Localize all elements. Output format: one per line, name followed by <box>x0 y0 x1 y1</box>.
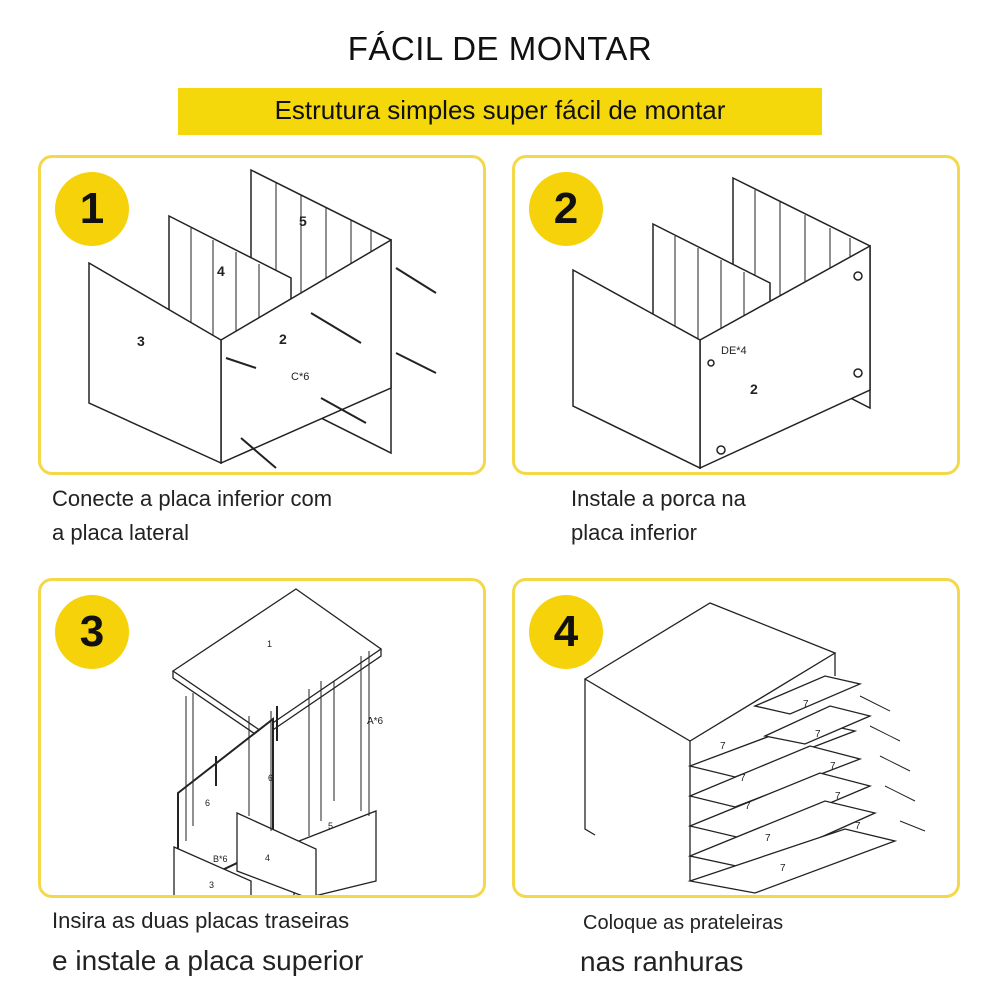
step-2-caption-line2: placa inferior <box>571 520 697 545</box>
label-shelf: 7 <box>740 773 746 784</box>
step-1-caption-line2: a placa lateral <box>52 520 189 545</box>
label-panel-6a: 6 <box>205 798 210 808</box>
label-shelf: 7 <box>765 833 771 844</box>
step-number-badge: 2 <box>529 172 603 246</box>
step-1-caption-line1: Conecte a placa inferior com <box>52 486 333 511</box>
step-number-badge: 1 <box>55 172 129 246</box>
step-2-panel: 2 DE*4 2 <box>512 155 960 475</box>
label-panel-5: 5 <box>299 213 307 229</box>
step-number-badge: 4 <box>529 595 603 669</box>
step-2-caption-line1: Instale a porca na <box>571 486 746 511</box>
label-shelf: 7 <box>720 741 726 752</box>
step-3-diagram: 1 A*6 6 6 5 4 3 B*6 <box>171 588 384 895</box>
step-number-badge: 3 <box>55 595 129 669</box>
label-panel-4: 4 <box>265 853 270 863</box>
step-4-caption-line2: nas ranhuras <box>580 946 744 977</box>
label-shelf: 7 <box>815 729 821 740</box>
label-shelf: 7 <box>835 791 841 802</box>
label-panel-3: 3 <box>137 333 145 349</box>
label-dowels: A*6 <box>367 716 384 727</box>
label-panel-5: 5 <box>328 821 333 831</box>
label-nuts: DE*4 <box>721 345 747 357</box>
label-shelf: 7 <box>803 699 809 710</box>
label-panel-2: 2 <box>750 381 758 397</box>
step-1-panel: 1 5 4 3 2 C*6 <box>38 155 486 475</box>
label-shelf: 7 <box>780 863 786 874</box>
label-shelf: 7 <box>745 801 751 812</box>
label-screws: C*6 <box>291 371 309 383</box>
step-4-panel: 4 7 7 7 7 7 7 7 7 7 7 <box>512 578 960 898</box>
label-panel-4: 4 <box>217 263 225 279</box>
label-panel-2: 2 <box>279 331 287 347</box>
label-panel-6b: 6 <box>268 773 273 783</box>
subtitle-banner: Estrutura simples super fácil de montar <box>178 88 822 135</box>
step-3-caption-line2: e instale a placa superior <box>52 945 364 976</box>
label-panel-1: 1 <box>267 639 272 649</box>
step-4-caption-line1: Coloque as prateleiras <box>583 912 784 934</box>
page-title: FÁCIL DE MONTAR <box>347 30 653 67</box>
label-shelf: 7 <box>830 761 836 772</box>
step-3-caption-line1: Insira as duas placas traseiras <box>52 908 350 933</box>
label-shelf: 7 <box>855 821 861 832</box>
label-panel-3: 3 <box>209 880 214 890</box>
step-2-diagram: DE*4 2 <box>572 176 871 470</box>
label-cams: B*6 <box>213 854 228 864</box>
step-1-diagram: 5 4 3 2 C*6 <box>88 168 437 469</box>
step-4-diagram: 7 7 7 7 7 7 7 7 7 7 <box>583 602 926 894</box>
step-3-panel: 3 1 A*6 6 6 5 4 3 B*6 <box>38 578 486 898</box>
